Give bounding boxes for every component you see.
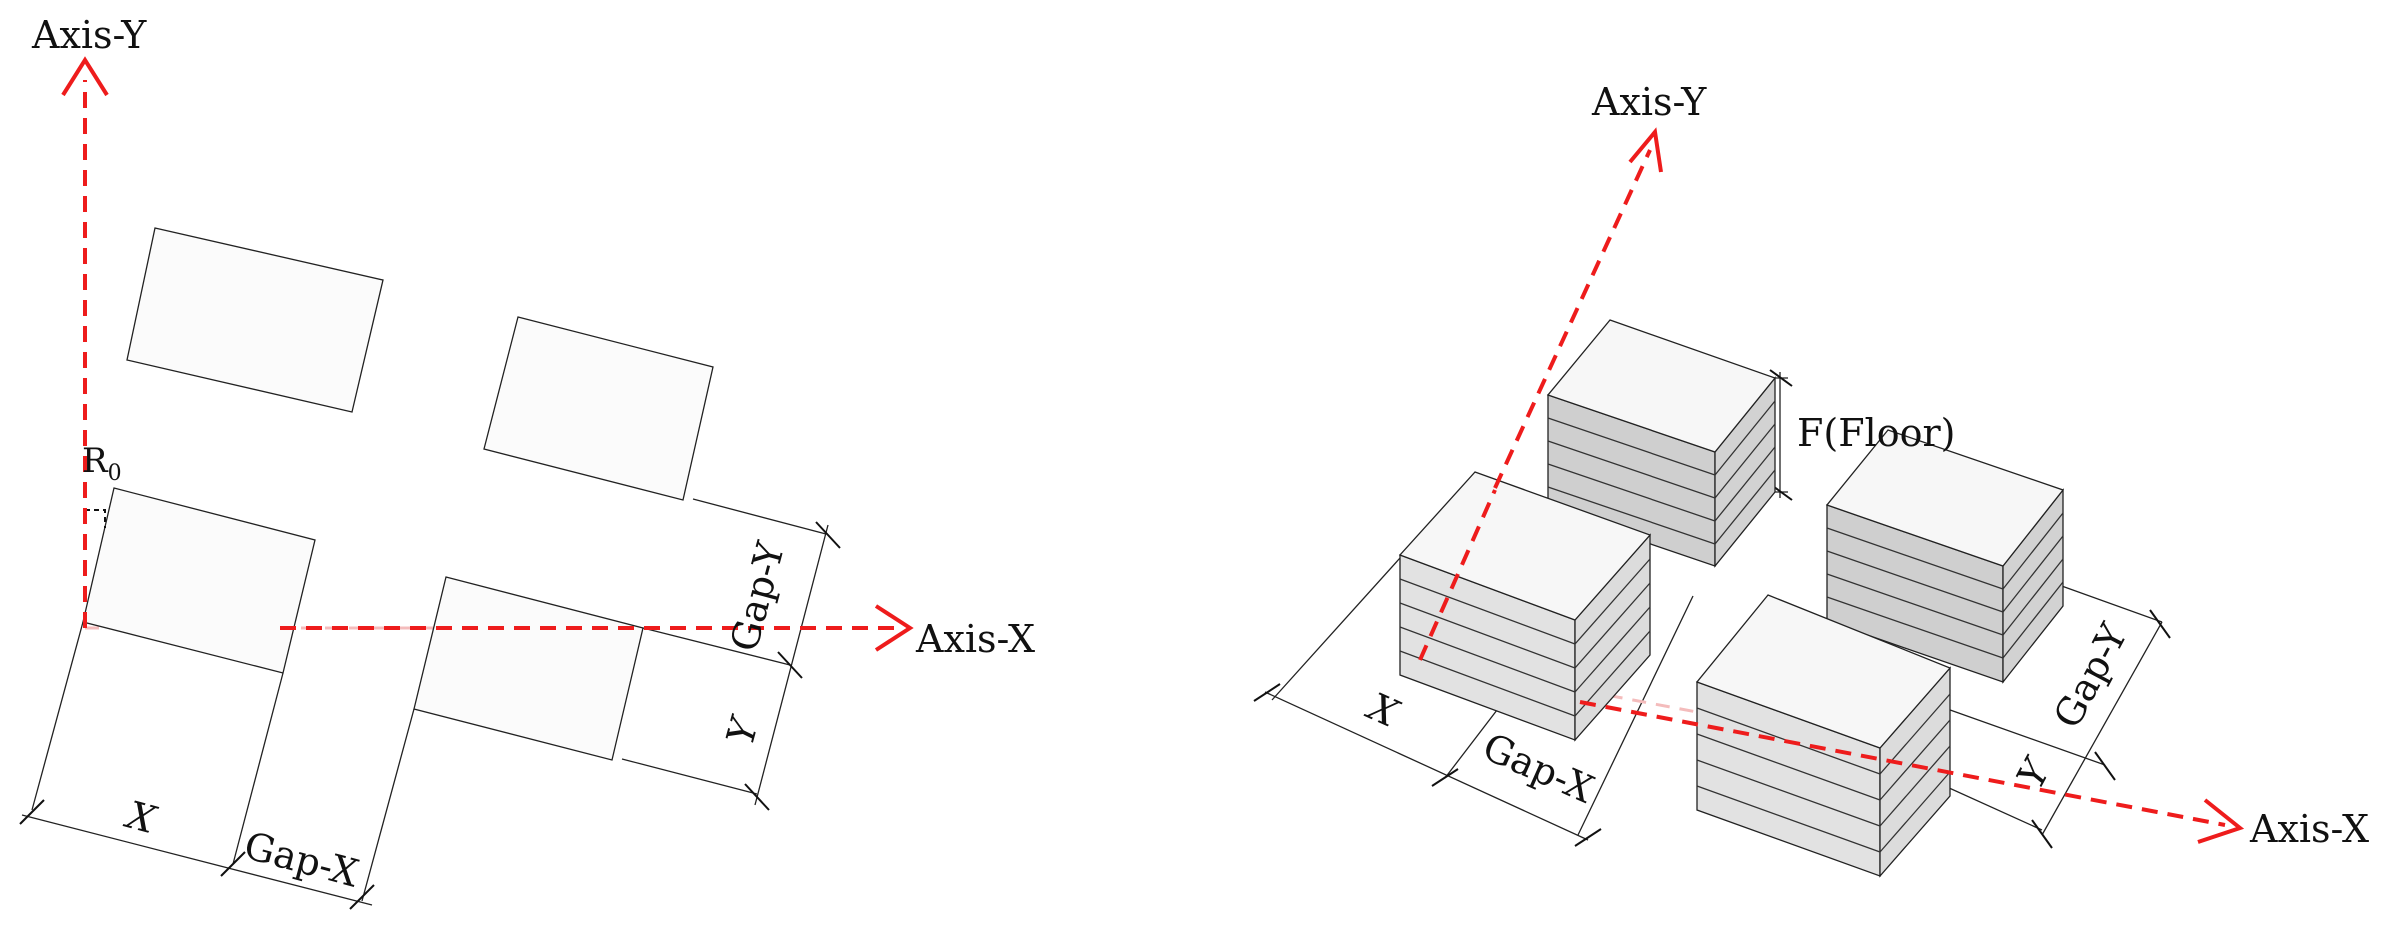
axis-x-line [1579, 700, 2226, 827]
axis-y-label: Axis-Y [31, 13, 147, 57]
footprint-bottom-left [82, 487, 316, 674]
plan-diagram: Axis-Y Axis-X R0 X Gap-X Gap-Y Y [19, 13, 1035, 910]
dim-tick [1574, 828, 1602, 847]
ext-line [31, 621, 84, 811]
floor-label: F(Floor) [1797, 411, 1955, 455]
axis-x-arrowhead [874, 604, 914, 652]
dim-tick [2031, 819, 2053, 849]
dim-tick [349, 884, 375, 910]
ext-line [621, 758, 758, 795]
dim-tick [1769, 369, 1793, 387]
dim-gap-y-label: Gap-Y [2045, 616, 2136, 736]
ext-line [1921, 699, 2106, 766]
dim-tick [744, 783, 770, 811]
dim-line-y [754, 524, 829, 806]
dim-tick [2149, 609, 2171, 639]
ext-line [1271, 557, 1401, 701]
footprint-bottom-right [413, 576, 644, 761]
dim-tick [220, 851, 246, 877]
dim-line-y [2041, 621, 2163, 836]
ext-line [692, 498, 827, 535]
dim-tick [2094, 751, 2116, 781]
axis-x-label: Axis-X [915, 617, 1035, 661]
dim-tick [815, 521, 841, 549]
axis-y-arrowhead [1628, 127, 1663, 173]
ext-line [642, 627, 791, 666]
dim-gap-y-label: Gap-Y [722, 536, 793, 656]
ext-line [361, 708, 415, 902]
axis-y-faint [1418, 489, 1497, 661]
dim-line-x [21, 814, 373, 906]
dim-gap-x-label: Gap-X [1476, 724, 1600, 811]
dim-tick [777, 651, 803, 679]
ext-line [1577, 595, 1694, 836]
axis-y-label: Axis-Y [1591, 80, 1707, 124]
angle-marker [85, 509, 106, 528]
building-back-right [1825, 429, 2065, 684]
dim-y-label: Y [2008, 749, 2060, 795]
dim-line-x [1264, 691, 1589, 841]
ext-line [232, 672, 284, 865]
axis-x-label: Axis-X [2249, 807, 2369, 851]
dim-x-label: X [1359, 683, 1406, 736]
axis-y-arrowhead [61, 56, 109, 97]
massing-diagram: Axis-Y Axis-X F(Floor) X Gap-X Gap-Y Y [1253, 80, 2369, 878]
dim-tick [19, 799, 45, 825]
dim-tick [1253, 683, 1281, 702]
dim-y-label: Y [718, 710, 768, 749]
axis-x-arrowhead [2197, 798, 2245, 844]
footprint-top-left [126, 227, 384, 413]
building-front-right [1695, 594, 1952, 878]
angle-label: R0 [82, 441, 122, 486]
dim-tick [1431, 768, 1459, 787]
axis-y-line [1493, 149, 1652, 489]
footprint-top-right [483, 316, 714, 501]
dim-gap-x-label: Gap-X [240, 823, 363, 895]
dim-x-label: X [120, 792, 162, 843]
ext-line [2044, 579, 2163, 623]
